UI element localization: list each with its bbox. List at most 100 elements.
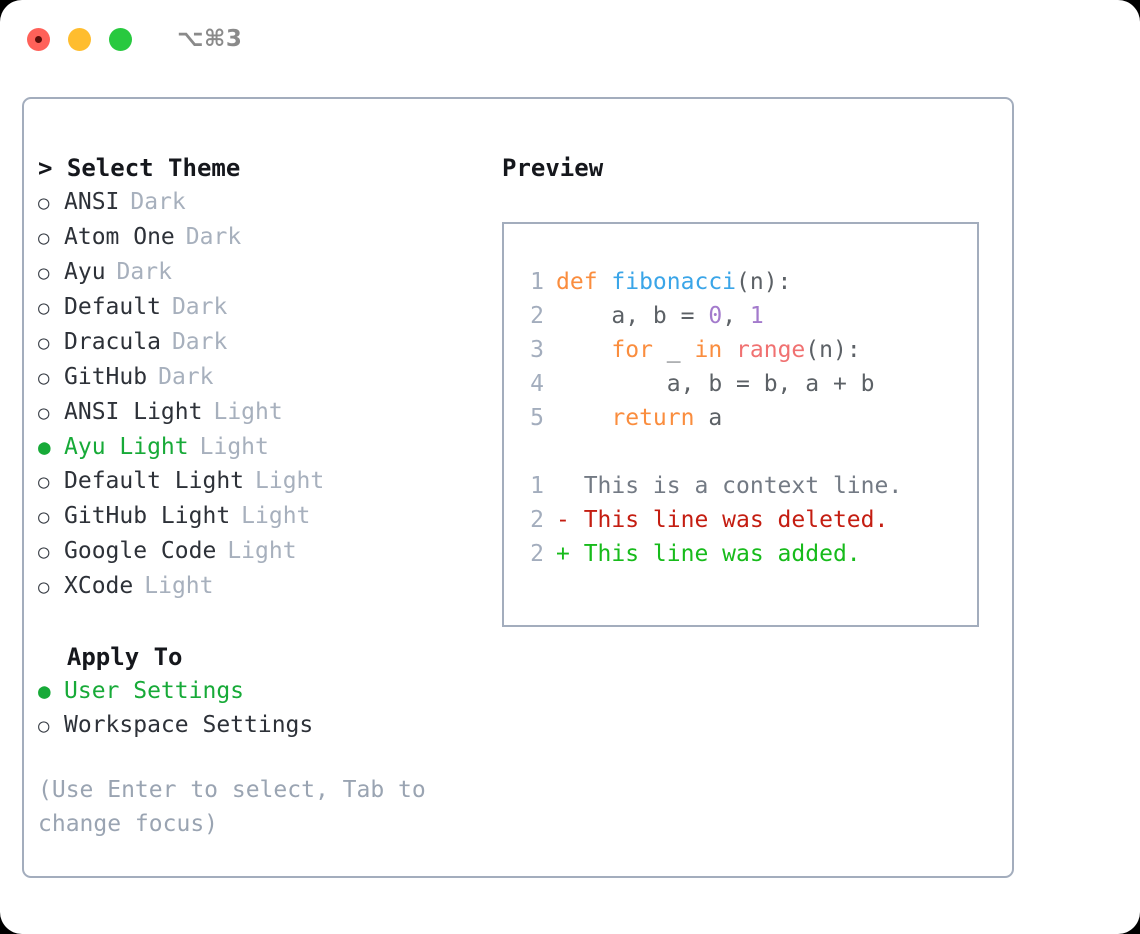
token-plain: a, b = (556, 303, 709, 329)
theme-option-label: Default Light (64, 468, 245, 494)
theme-variant-badge: Dark (185, 224, 242, 250)
diff-line-content: + This line was added. (556, 541, 861, 567)
theme-option-label: Ayu (64, 259, 106, 285)
theme-variant-badge: Light (241, 503, 311, 529)
code-line-content: a, b = 0, 1 (556, 299, 764, 333)
theme-option-label: GitHub Light (64, 503, 231, 529)
theme-option-label: Default (64, 294, 161, 320)
line-number: 1 (530, 473, 544, 499)
code-line: 2 a, b = 0, 1 (516, 299, 902, 333)
theme-option-ayu[interactable]: ○ Ayu Dark (38, 255, 468, 290)
apply-to-list: ● User Settings ○Workspace Settings (38, 674, 468, 743)
token-plain: (n): (805, 337, 861, 363)
theme-variant-badge: Dark (130, 189, 186, 215)
diff-line-content: This is a context line. (556, 473, 903, 499)
theme-variant-badge: Light (199, 434, 269, 460)
radio-selected-icon: ● (38, 679, 51, 703)
theme-option-label: Dracula (64, 329, 161, 355)
token-plain: _ (652, 337, 695, 363)
hint-gap (38, 743, 468, 773)
code-diff-separator (516, 435, 902, 469)
select-theme-heading: > Select Theme (38, 154, 241, 182)
theme-option-label: Google Code (64, 538, 217, 564)
token-plain (722, 337, 736, 363)
code-line-content: for _ in range(n): (556, 333, 861, 367)
line-number: 3 (530, 337, 544, 363)
apply-option-user-settings[interactable]: ● User Settings (38, 674, 468, 708)
radio-unselected-icon: ○ (38, 192, 50, 214)
theme-option-ayu-light[interactable]: ● Ayu Light Light (38, 430, 468, 464)
theme-variant-badge: Light (213, 399, 283, 425)
theme-option-ansi[interactable]: ○ ANSI Dark (38, 185, 468, 220)
preview-heading: Preview (502, 154, 604, 182)
token-kw: in (694, 337, 723, 363)
radio-unselected-icon: ○ (38, 506, 50, 528)
theme-option-label: ANSI (64, 189, 120, 215)
keyboard-hint-text: (Use Enter to select, Tab to change focu… (38, 777, 426, 837)
token-fn: fibonacci (611, 269, 737, 295)
theme-variant-badge: Dark (116, 259, 172, 285)
radio-unselected-icon: ○ (38, 471, 50, 493)
radio-unselected-icon: ○ (38, 262, 50, 284)
token-plain: , (722, 303, 750, 329)
title-bar: ⌥⌘3 (0, 0, 1140, 78)
theme-option-label: GitHub (64, 364, 148, 390)
diff-line-add: 2 + This line was added. (516, 537, 902, 571)
theme-variant-badge: Dark (171, 294, 228, 320)
theme-option-atom-one[interactable]: ○ Atom One Dark (38, 220, 468, 255)
apply-option-workspace-settings[interactable]: ○Workspace Settings (38, 708, 468, 743)
token-kw: def (556, 269, 612, 295)
close-icon[interactable] (27, 27, 50, 51)
radio-unselected-icon: ○ (38, 227, 50, 249)
radio-unselected-icon: ○ (38, 367, 50, 389)
code-line-content: def fibonacci(n): (556, 265, 791, 299)
radio-unselected-icon: ○ (38, 576, 50, 598)
radio-unselected-icon: ○ (38, 402, 50, 424)
theme-variant-badge: Light (227, 538, 297, 564)
theme-option-google-code[interactable]: ○ Google Code Light (38, 534, 468, 569)
diff-line-content: - This line was deleted. (556, 507, 889, 533)
token-plain: a, b = b, a + b (556, 371, 875, 397)
maximize-icon[interactable] (109, 27, 132, 51)
token-plain: (n): (736, 269, 792, 295)
token-num: 1 (749, 303, 764, 329)
minimize-icon[interactable] (68, 27, 91, 51)
apply-to-heading: Apply To (38, 643, 183, 671)
token-plain (556, 405, 611, 431)
line-number: 2 (530, 541, 544, 567)
theme-option-github-light[interactable]: ○ GitHub Light Light (38, 499, 468, 534)
radio-unselected-icon: ○ (38, 715, 50, 737)
radio-unselected-icon: ○ (38, 541, 50, 563)
token-kw: for (611, 337, 653, 363)
line-number: 1 (530, 269, 544, 295)
theme-variant-badge: Light (144, 573, 214, 599)
line-number: 2 (530, 507, 544, 533)
token-plain (556, 337, 611, 363)
theme-option-dracula[interactable]: ○ Dracula Dark (38, 325, 468, 360)
apply-option-label: User Settings (64, 678, 245, 704)
token-plain: a (694, 405, 723, 431)
theme-option-label: Atom One (64, 224, 175, 250)
theme-variant-badge: Dark (171, 329, 228, 355)
theme-option-label: Ayu Light (64, 434, 189, 460)
theme-option-ansi-light[interactable]: ○ ANSI Light Light (38, 395, 468, 430)
line-number: 5 (530, 405, 544, 431)
line-number: 2 (530, 303, 544, 329)
radio-unselected-icon: ○ (38, 332, 50, 354)
code-line: 5 return a (516, 401, 902, 435)
code-line-content: a, b = b, a + b (556, 367, 875, 401)
theme-option-label: ANSI Light (64, 399, 203, 425)
theme-variant-badge: Light (255, 468, 325, 494)
radio-selected-icon: ● (38, 435, 51, 459)
code-line: 1 def fibonacci(n): (516, 265, 902, 299)
theme-option-default-light[interactable]: ○ Default Light Light (38, 464, 468, 499)
